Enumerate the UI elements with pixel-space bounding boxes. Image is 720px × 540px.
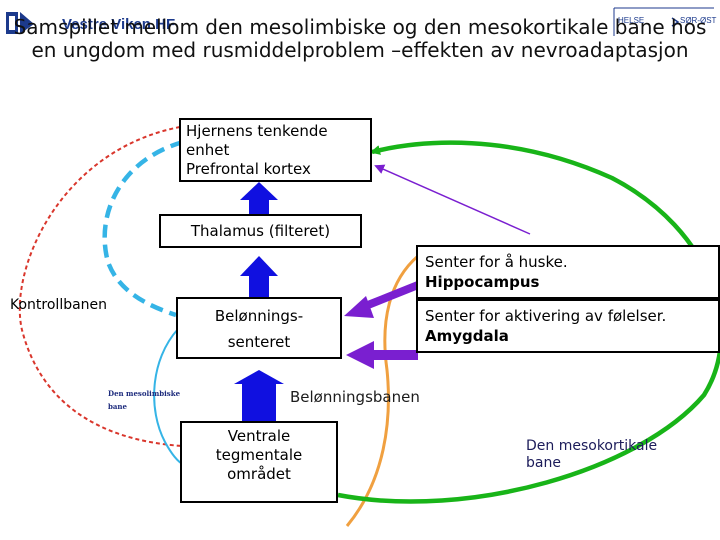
control-path-curve (18, 126, 183, 447)
mesocortical-path-label: Den mesokortikale bane (526, 438, 658, 471)
mesolimbic-path-label: Den mesolimbiske bane (108, 389, 181, 411)
reward-center-label: Belønnings- senteret (214, 307, 304, 351)
reward-center-box: Belønnings- senteret (176, 297, 342, 359)
amygdala-label-2: Amygdala (425, 327, 509, 345)
control-path-label: Kontrollbanen (10, 297, 108, 313)
vta-label: Ventrale tegmentale området (215, 427, 303, 483)
thalamus-label: Thalamus (filteret) (190, 222, 331, 240)
helse-logo-text: HELSE (618, 16, 645, 25)
sor-ost-logo-text: SØR-ØST (680, 16, 717, 25)
blue-arrow-reward-to-thalamus (240, 256, 278, 298)
prefrontal-cortex-box: Hjernens tenkende enhet Prefrontal korte… (179, 118, 372, 182)
vestre-viken-logo-mark-icon (6, 12, 34, 34)
purple-arrow-hippocampus (344, 296, 374, 318)
orange-curve (345, 254, 419, 527)
amygdala-box: Senter for aktivering av følelser. Amygd… (416, 299, 720, 353)
thalamus-box: Thalamus (filteret) (159, 214, 362, 248)
reward-path-label: Belønningsbanen (290, 388, 420, 406)
purple-arrow-amygdala (346, 341, 374, 369)
slide-title: Samspillet mellom den mesolimbiske og de… (13, 15, 707, 62)
thin-purple-arrow (374, 164, 531, 235)
vestre-viken-logo: Vestre Viken HF (4, 10, 175, 36)
vta-box: Ventrale tegmentale området (180, 421, 338, 503)
vestre-viken-logo-text: Vestre Viken HF (62, 16, 176, 33)
mesolimbic-curve (153, 328, 185, 466)
blue-arrow-thalamus-to-prefrontal (240, 182, 278, 216)
prefrontal-cortex-label: Hjernens tenkende enhet Prefrontal korte… (186, 122, 328, 178)
helse-sor-ost-logo: HELSE SØR-ØST (612, 6, 716, 40)
helse-sor-ost-logo-frame-icon (613, 7, 714, 36)
hippocampus-box: Senter for å huske. Hippocampus (416, 245, 720, 299)
hippocampus-label-1: Senter for å huske. (425, 253, 568, 271)
hippocampus-label-2: Hippocampus (425, 273, 540, 291)
amygdala-label-1: Senter for aktivering av følelser. (425, 307, 667, 325)
blue-dashed-curve (102, 139, 184, 318)
blue-arrow-vta-to-reward (234, 370, 284, 424)
